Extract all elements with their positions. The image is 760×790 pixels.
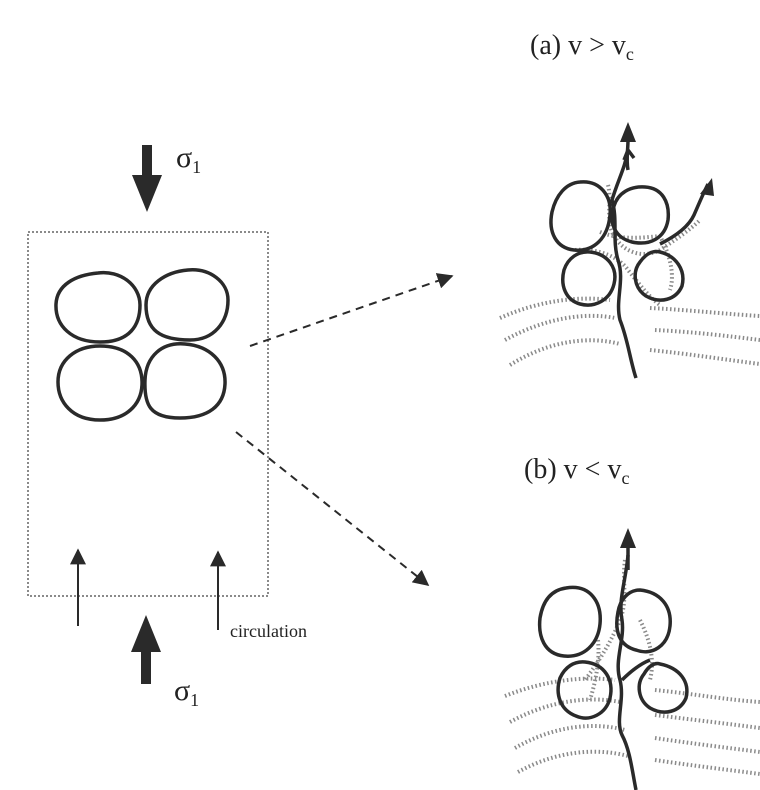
panel-b-label-text: (b) v < v [524,454,621,485]
circulation-label: circulation [230,622,307,640]
panel-a-drawing [500,122,760,378]
sigma-top-label: σ1 [176,143,201,176]
sigma-bottom-sub: 1 [190,690,199,710]
sigma-bottom-label: σ1 [174,676,199,709]
grain-bottom-right [145,344,225,418]
panel-b-drawing [505,528,760,790]
sigma-bottom-symbol: σ [174,674,190,707]
sigma-top-sub: 1 [192,157,201,177]
panel-b-label-sub: c [621,468,629,488]
sigma-bottom-arrow [131,615,161,684]
sigma-top-symbol: σ [176,141,192,174]
sigma-top-arrow [132,145,162,212]
panel-a-label-sub: c [626,44,634,64]
panel-a-label: (a) v > vc [530,32,634,63]
panel-b-label: (b) v < vc [524,456,629,487]
panel-a-label-text: (a) v > v [530,30,626,61]
grain-top-left [56,273,140,342]
grain-top-right [146,270,228,340]
grain-bottom-left [58,346,142,420]
dashed-arrow-to-a [250,276,452,346]
grain-cluster [56,270,228,420]
dashed-arrow-to-b [236,432,428,585]
